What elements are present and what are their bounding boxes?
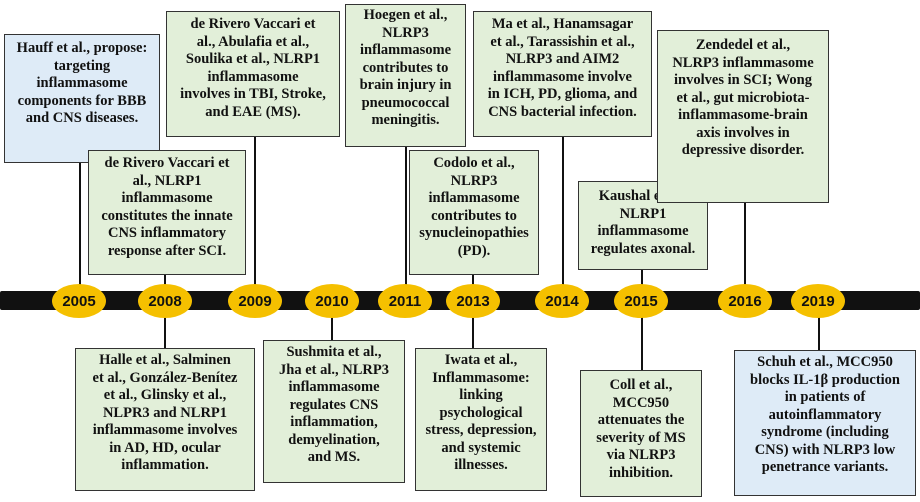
event-box-2008-bottom: Halle et al., Salminen et al., González-… (75, 348, 255, 491)
year-2005: 2005 (52, 284, 106, 318)
connector-2016-top (744, 203, 746, 293)
event-box-2009: de Rivero Vaccari et al., Abulafia et al… (166, 11, 340, 137)
connector-2005-top (79, 163, 81, 293)
event-box-2005: Hauff et al., propose: targeting inflamm… (4, 34, 160, 163)
connector-2013-bottom (472, 308, 474, 348)
connector-2019-bottom (818, 308, 820, 350)
connector-2015-bottom (641, 308, 643, 370)
event-box-2019: Schuh et al., MCC950 blocks IL-1β produc… (734, 350, 916, 496)
year-2011: 2011 (378, 284, 432, 318)
event-box-2011: Hoegen et al., NLRP3 inflammasome contri… (345, 4, 466, 147)
connector-2008-bottom (164, 308, 166, 348)
year-2008: 2008 (138, 284, 192, 318)
event-box-2010: Sushmita et al., Jha et al., NLRP3 infla… (263, 340, 405, 483)
year-2019: 2019 (791, 284, 845, 318)
connector-2010-bottom (331, 308, 333, 340)
year-2009: 2009 (228, 284, 282, 318)
event-box-2013-bottom: Iwata et al., Inflammasome: linking psyc… (415, 348, 547, 491)
year-2014: 2014 (535, 284, 589, 318)
event-box-2013-top: Codolo et al., NLRP3 inflammasome contri… (409, 150, 539, 275)
year-2015: 2015 (614, 284, 668, 318)
event-box-2015-bottom: Coll et al., MCC950 attenuates the sever… (580, 370, 702, 497)
connector-2011-top (405, 147, 407, 293)
year-2013: 2013 (446, 284, 500, 318)
event-box-2008-top: de Rivero Vaccari et al., NLRP1 inflamma… (88, 150, 246, 275)
event-box-2014: Ma et al., Hanamsagar et al., Tarassishi… (473, 11, 652, 137)
event-box-2016: Zendedel et al., NLRP3 inflammasome invo… (657, 30, 829, 203)
connector-2015-top (641, 270, 643, 293)
connector-2014-top (562, 137, 564, 293)
connector-2009-top (254, 137, 256, 293)
year-2010: 2010 (305, 284, 359, 318)
year-2016: 2016 (718, 284, 772, 318)
